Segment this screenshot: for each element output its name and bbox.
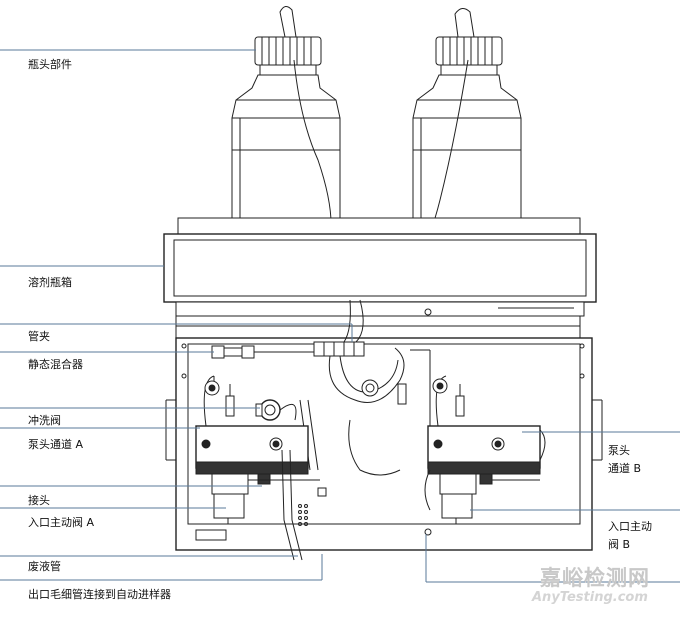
pump-module-top [175,315,581,339]
inlet-valve-a [211,473,320,524]
pump-head-b [427,375,546,475]
label-inlet-valve-a: 入口主动阀 A [28,516,95,529]
label-pump-head-a: 泵头通道 A [28,438,84,451]
label-static-mixer: 静态混合器 [28,358,83,371]
solvent-bottle-left [231,36,341,219]
waste-tube-line [281,449,303,561]
label-solvent-cabinet: 溶剂瓶箱 [28,276,72,289]
solvent-cabinet [163,217,597,317]
vent-holes [298,504,308,526]
label-bottle-head: 瓶头部件 [28,58,72,71]
label-inlet-valve-b-line1: 入口主动 [608,520,652,533]
solvent-bottle-right [412,36,522,219]
static-mixer [200,345,314,359]
label-pump-head-b-line2: 通道 B [608,462,642,475]
inlet-valve-b [439,473,540,524]
leader-lines [0,49,680,583]
label-connector: 接头 [28,494,50,507]
label-inlet-valve-b-line2: 阀 B [608,538,631,551]
watermark-cn: 嘉峪检测网 [540,566,650,590]
watermark: 嘉峪检测网 AnyTesting.com [532,566,680,605]
label-tube-clip: 管夹 [28,330,50,343]
watermark-en: AnyTesting.com [532,590,648,605]
tube-clip [313,341,365,357]
label-outlet-capillary: 出口毛细管连接到自动进样器 [28,588,171,601]
purge-valve [255,399,297,421]
label-purge-valve: 冲洗阀 [28,414,61,427]
label-pump-head-b-line1: 泵头 [608,444,630,457]
pump-head-a [195,375,309,475]
label-waste-tube: 废液管 [28,560,61,573]
